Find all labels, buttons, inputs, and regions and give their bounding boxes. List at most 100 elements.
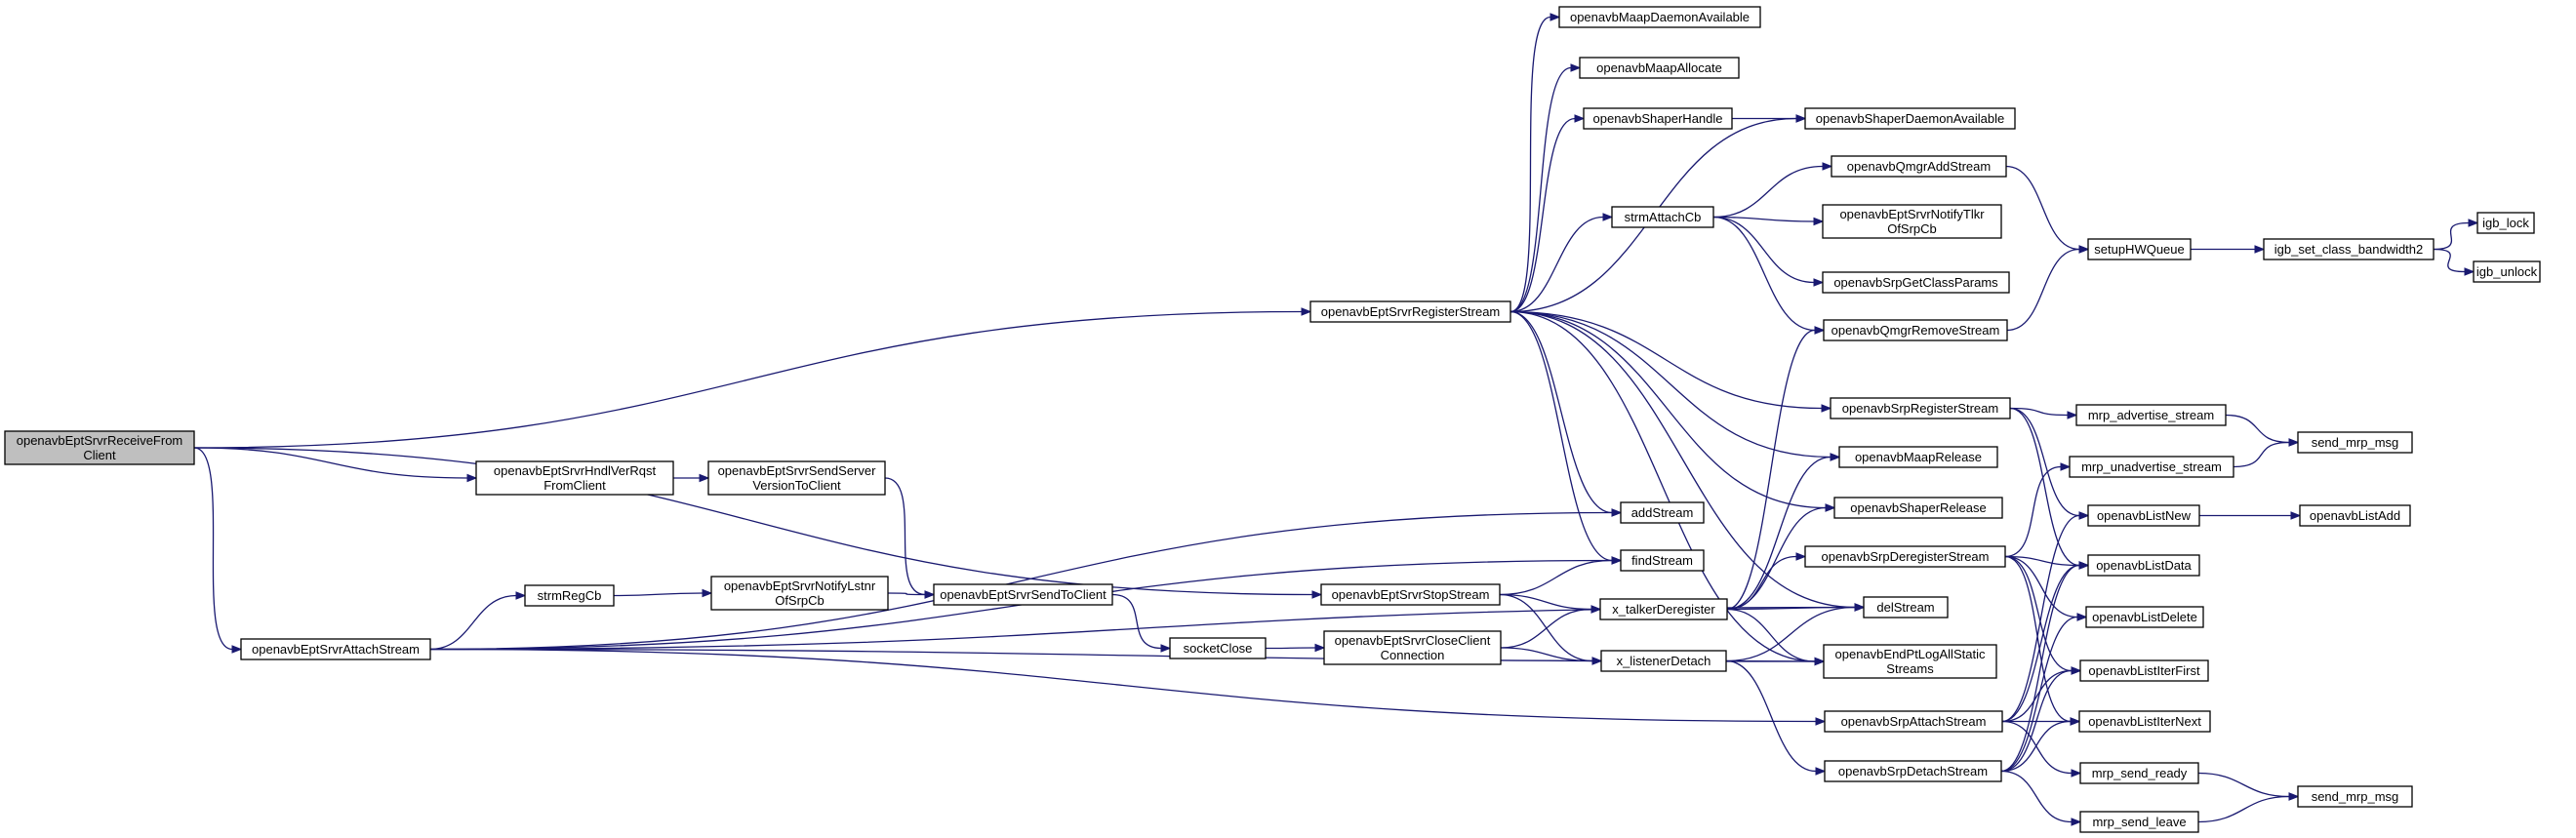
node-igbLock[interactable]: igb_lock: [2476, 212, 2535, 234]
edge-listenerDetach-to-logAll: [1725, 657, 1826, 666]
edge-arrowhead: [699, 473, 710, 483]
node-listNew[interactable]: openavbListNew: [2087, 504, 2200, 527]
edge-line: [1726, 606, 1856, 611]
node-srpGetClass[interactable]: openavbSrpGetClassParams: [1822, 271, 2010, 294]
edge-stopStream-to-listenerDetach: [1499, 593, 1603, 665]
node-label: openavbListNew: [2097, 508, 2192, 523]
node-igbUnlock[interactable]: igb_unlock: [2473, 260, 2541, 283]
node-maapRelease[interactable]: openavbMaapRelease: [1838, 446, 1998, 468]
node-listAdd[interactable]: openavbListAdd: [2299, 504, 2411, 527]
node-mrpSendLeave[interactable]: mrp_send_leave: [2079, 811, 2199, 833]
node-box: [1838, 446, 1998, 468]
node-srpDeregister[interactable]: openavbSrpDeregisterStream: [1804, 545, 2006, 568]
node-delStream[interactable]: delStream: [1863, 596, 1949, 619]
edge-arrowhead: [1814, 657, 1826, 666]
edge-attachStream-to-srpAttach: [429, 648, 1827, 726]
node-maapAllocate[interactable]: openavbMaapAllocate: [1579, 57, 1740, 79]
node-listData[interactable]: openavbListData: [2087, 554, 2200, 577]
node-label: strmRegCb: [538, 588, 602, 603]
edge-arrowhead: [1821, 404, 1832, 413]
node-strmAttachCb[interactable]: strmAttachCb: [1611, 206, 1714, 228]
node-sendToClient[interactable]: openavbEptSrvrSendToClient: [933, 583, 1113, 606]
edge-mrpSendLeave-to-sendMrpMsg2: [2197, 792, 2300, 823]
edge-line: [1509, 216, 1604, 313]
node-listDelete[interactable]: openavbListDelete: [2085, 606, 2204, 628]
edge-registerStream-to-addStream: [1509, 310, 1623, 517]
edge-arrowhead: [1591, 657, 1603, 665]
node-sendMrpMsg2[interactable]: send_mrp_msg: [2297, 785, 2413, 808]
node-label: openavbEptSrvrAttachStream: [252, 642, 420, 657]
node-box: [1579, 57, 1740, 79]
node-box: [2297, 785, 2413, 808]
node-box: [2087, 554, 2200, 577]
node-label: mrp_send_leave: [2092, 815, 2186, 829]
node-shaperDaemon[interactable]: openavbShaperDaemonAvailable: [1804, 107, 2016, 130]
edge-line: [1509, 310, 1831, 459]
node-socketClose[interactable]: socketClose: [1169, 637, 1267, 659]
node-listenerDetach[interactable]: x_listenerDetach: [1600, 650, 1727, 672]
node-sendMrpMsg1[interactable]: send_mrp_msg: [2297, 431, 2413, 454]
edge-line: [2000, 720, 2072, 773]
edge-arrowhead: [2464, 267, 2475, 276]
node-box: [1600, 650, 1727, 672]
node-setupHW[interactable]: setupHWQueue: [2087, 238, 2192, 260]
node-listIterNext[interactable]: openavbListIterNext: [2078, 710, 2211, 733]
edge-line: [2009, 407, 2080, 567]
edge-line: [2006, 248, 2080, 332]
edge-setupHW-to-igbSetClass: [2191, 245, 2266, 254]
node-srpRegister[interactable]: openavbSrpRegisterStream: [1830, 397, 2011, 419]
node-talkerDereg[interactable]: x_talkerDeregister: [1599, 598, 1728, 620]
node-maapDaemon[interactable]: openavbMaapDaemonAvailable: [1558, 6, 1761, 28]
node-label: igb_lock: [2482, 216, 2529, 230]
node-strmRegCb[interactable]: strmRegCb: [524, 584, 615, 607]
node-mrpSendReady[interactable]: mrp_send_ready: [2079, 762, 2199, 784]
edge-line: [1509, 310, 1856, 609]
node-shaperRelease[interactable]: openavbShaperRelease: [1833, 497, 2003, 519]
node-label: OfSrpCb: [775, 593, 825, 608]
edge-arrowhead: [2078, 245, 2090, 254]
edge-arrowhead: [1311, 590, 1323, 599]
node-label: mrp_unadvertise_stream: [2081, 459, 2222, 474]
node-qmgrRemove[interactable]: openavbQmgrRemoveStream: [1823, 319, 2008, 341]
node-listIterFirst[interactable]: openavbListIterFirst: [2079, 659, 2209, 682]
node-srpDetach[interactable]: openavbSrpDetachStream: [1824, 760, 2002, 782]
node-box: [240, 638, 431, 660]
edge-strmAttachCb-to-qmgrRemove: [1712, 216, 1826, 335]
node-box: [2263, 238, 2435, 260]
node-stopStream[interactable]: openavbEptSrvrStopStream: [1320, 583, 1501, 606]
node-box: [1804, 107, 2016, 130]
edge-listenerDetach-to-delStream: [1725, 603, 1866, 662]
edge-talkerDereg-to-logAll: [1726, 608, 1826, 666]
node-label: openavbShaperRelease: [1850, 500, 1987, 515]
node-registerStream[interactable]: openavbEptSrvrRegisterStream: [1309, 300, 1511, 323]
node-mrpUnadvertise[interactable]: mrp_unadvertise_stream: [2069, 456, 2234, 478]
edge-line: [1509, 310, 1613, 514]
edge-line: [2005, 165, 2080, 251]
edge-arrowhead: [2071, 666, 2082, 675]
edge-arrowhead: [1854, 603, 1866, 612]
edge-shaperHandle-to-shaperDaemon: [1732, 114, 1807, 123]
node-box: [2079, 762, 2199, 784]
edge-igbSetClass-to-igbLock: [2433, 219, 2479, 251]
node-attachStream[interactable]: openavbEptSrvrAttachStream: [240, 638, 431, 660]
node-findStream[interactable]: findStream: [1620, 549, 1705, 572]
node-mrpAdvertise[interactable]: mrp_advertise_stream: [2075, 404, 2227, 426]
node-srpAttach[interactable]: openavbSrpAttachStream: [1824, 710, 2003, 733]
node-box: [1822, 204, 2002, 239]
node-shaperHandle[interactable]: openavbShaperHandle: [1583, 107, 1733, 130]
node-qmgrAdd[interactable]: openavbQmgrAddStream: [1831, 155, 2007, 178]
edge-arrowhead: [2288, 438, 2300, 447]
edge-strmRegCb-to-notifyLstnr: [613, 588, 713, 598]
node-addStream[interactable]: addStream: [1620, 501, 1705, 524]
node-igbSetClass[interactable]: igb_set_class_bandwidth2: [2263, 238, 2435, 260]
edge-srpAttach-to-listNew: [2001, 511, 2090, 723]
edge-line: [1509, 66, 1572, 313]
edge-line: [1500, 647, 1593, 662]
